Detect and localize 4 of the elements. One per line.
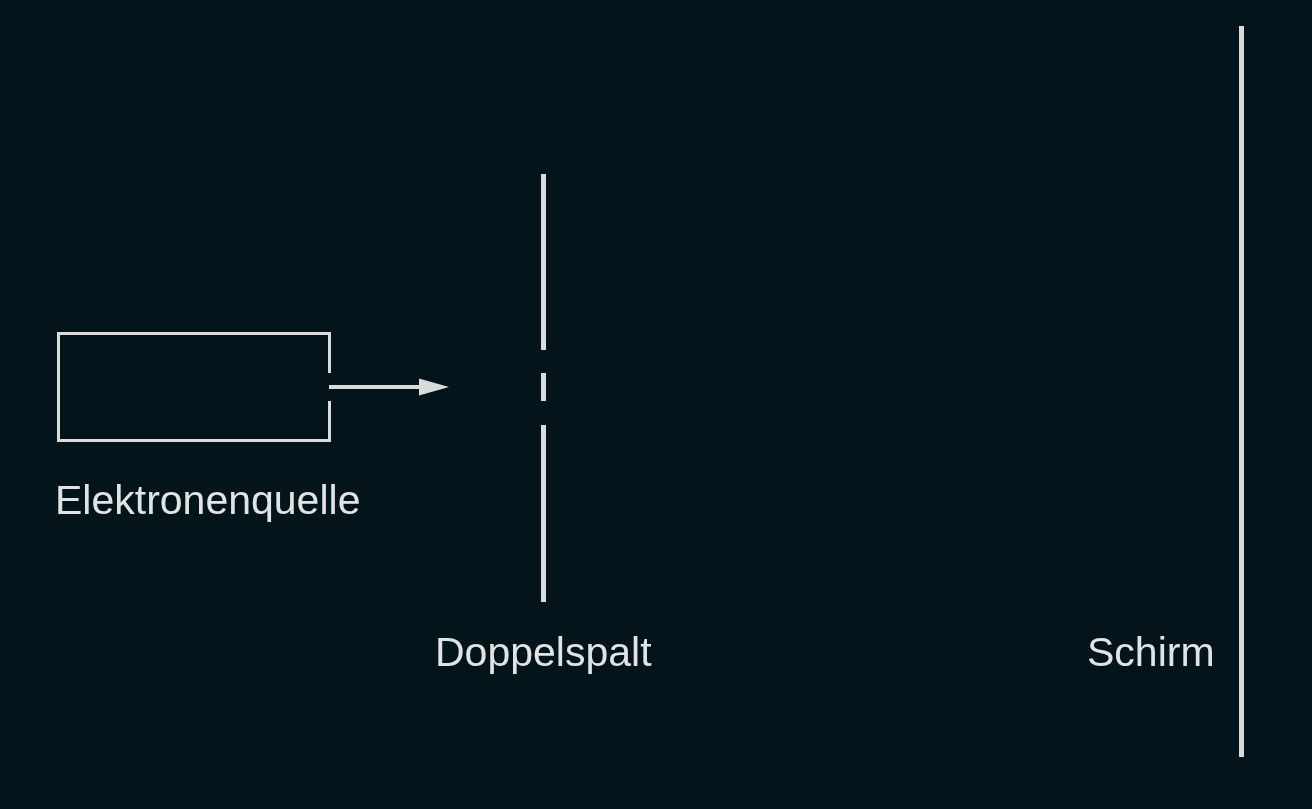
screen-label: Schirm (1087, 629, 1215, 676)
source-label: Elektronenquelle (55, 477, 361, 524)
slit-label: Doppelspalt (435, 629, 652, 676)
arrow (329, 378, 449, 396)
